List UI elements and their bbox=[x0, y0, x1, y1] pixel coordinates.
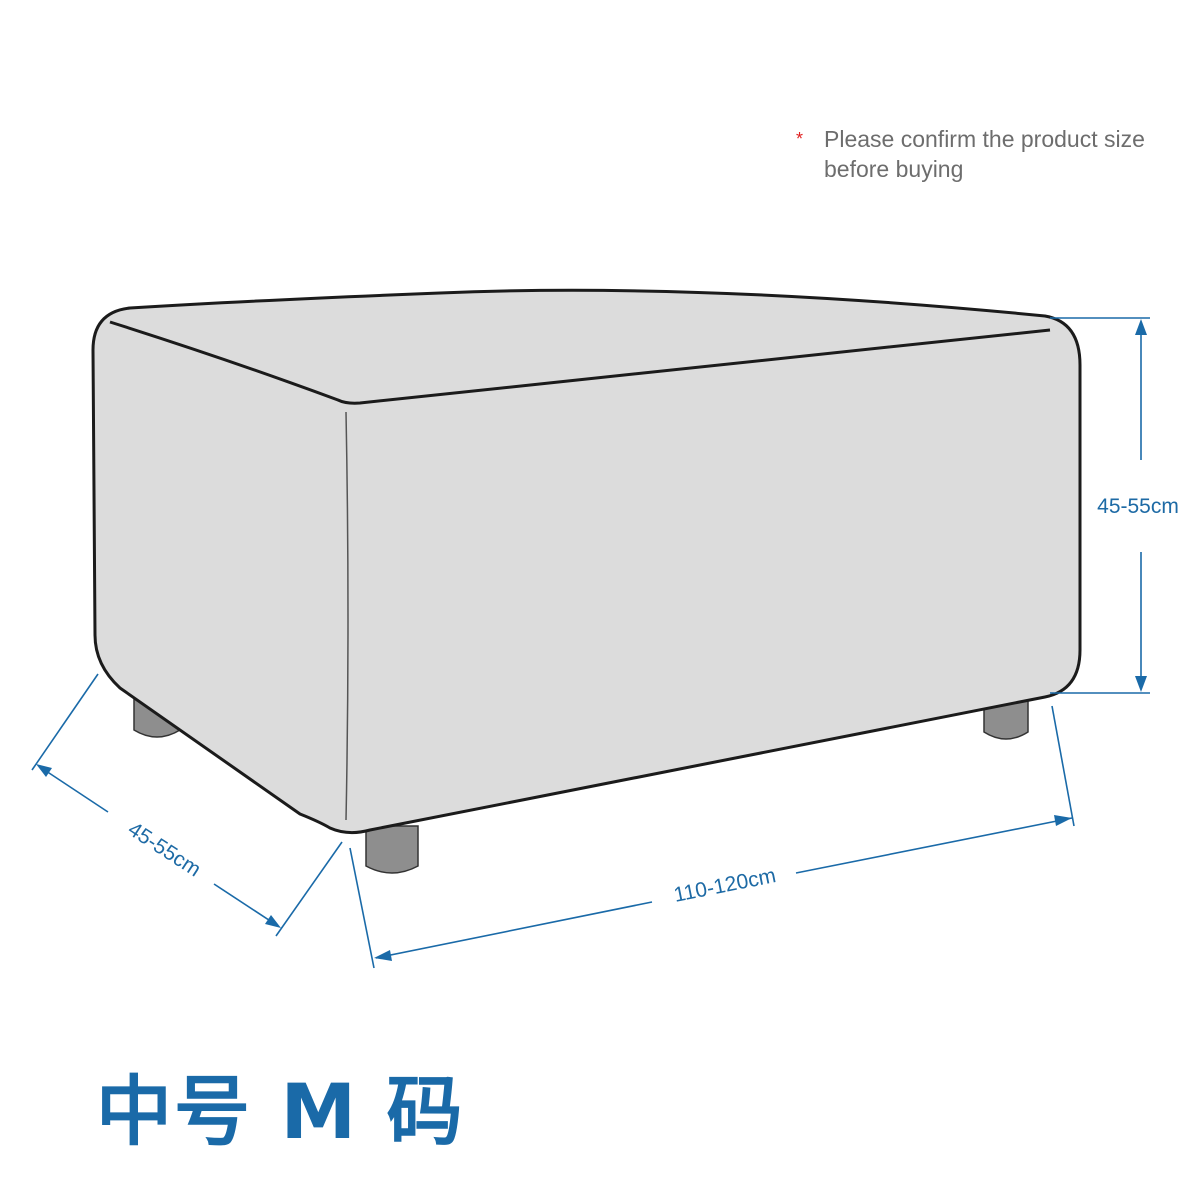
purchase-note: * Please confirm the product size before… bbox=[796, 124, 1156, 184]
leg-front bbox=[365, 825, 419, 874]
ottoman-legs bbox=[133, 689, 1029, 874]
length-label: 110-120cm bbox=[672, 864, 778, 907]
ottoman-cover-body bbox=[91, 288, 1082, 835]
cover-corner-seam bbox=[345, 411, 349, 821]
cover-top-front-edge bbox=[109, 320, 1051, 405]
depth-label: 45-55cm bbox=[124, 818, 205, 882]
height-label: 45-55cm bbox=[1097, 495, 1179, 518]
size-title: 中号 M 码 bbox=[96, 1067, 465, 1156]
purchase-note-text: Please confirm the product size before b… bbox=[824, 126, 1145, 182]
height-dimension: 45-55cm bbox=[1050, 317, 1179, 694]
asterisk-marker: * bbox=[796, 129, 804, 149]
